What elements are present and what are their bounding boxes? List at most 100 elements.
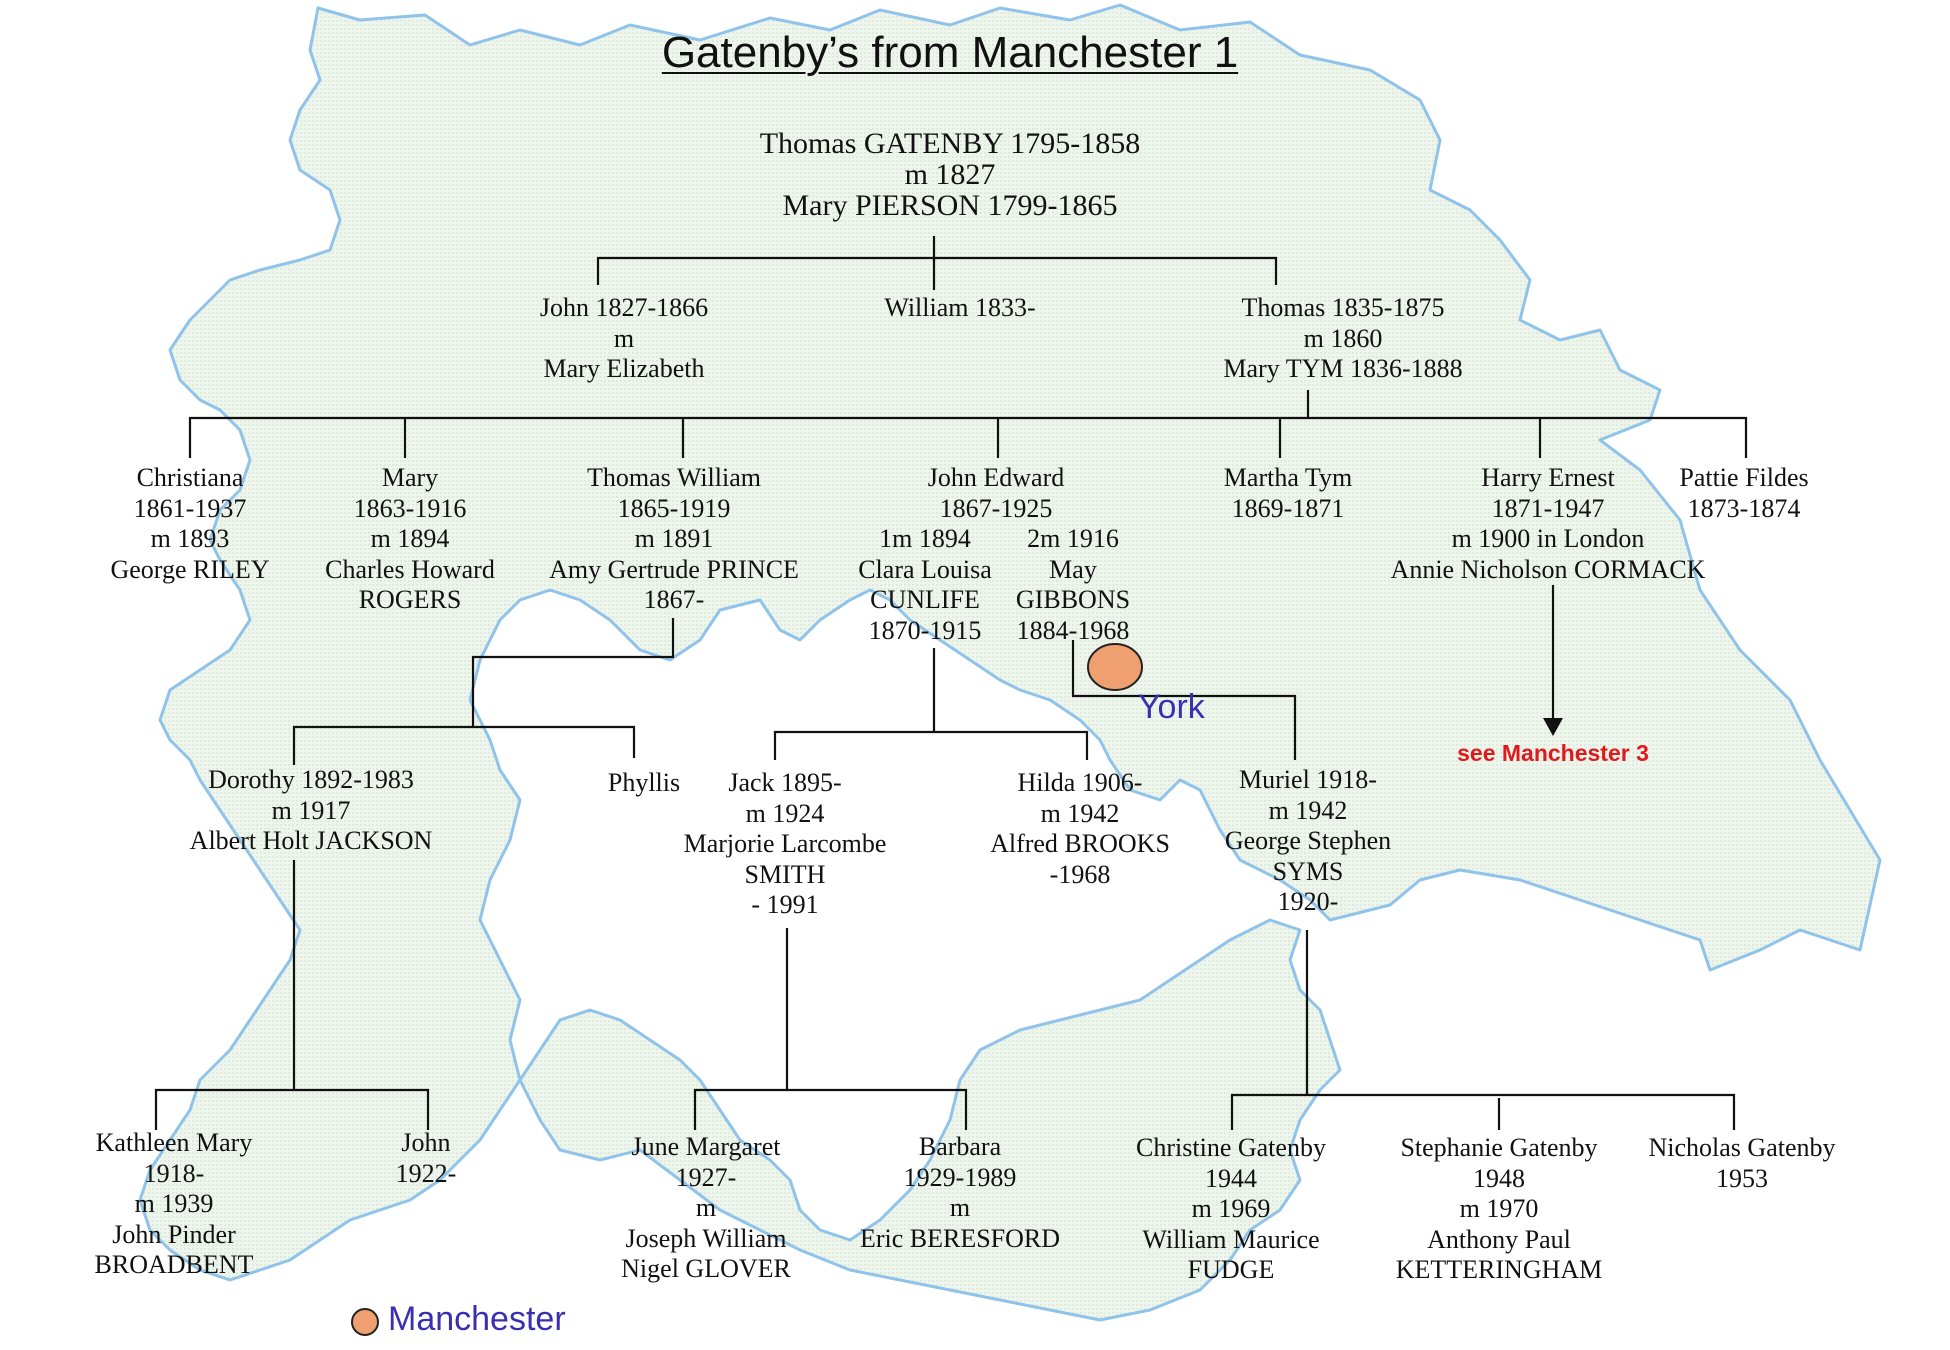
person-line: Charles Howard <box>325 554 495 584</box>
person-line: m 1939 <box>134 1189 214 1218</box>
person-line: m 1827 <box>904 158 996 191</box>
person-line: Christiana <box>136 463 244 492</box>
person-line: Thomas GATENBY 1795-1858 <box>759 127 1141 160</box>
person-line: Mary PIERSON 1799-1865 <box>782 189 1118 222</box>
person-hilda: Hilda 1906- m 1942 Alfred BROOKS -1968 <box>990 768 1170 890</box>
person-line: Nigel GLOVER <box>621 1254 791 1283</box>
person-line: Amy Gertrude PRINCE <box>549 554 799 584</box>
york-label: York <box>1138 688 1205 726</box>
person-line: 1869-1871 <box>1231 493 1345 523</box>
person-line: George Stephen <box>1224 826 1392 855</box>
person-line: BROADBENT <box>94 1250 254 1279</box>
person-line: Martha Tym <box>1223 463 1353 492</box>
person-line: Stephanie Gatenby <box>1400 1133 1598 1162</box>
person-line: 1944 <box>1204 1163 1257 1193</box>
person-line: m 1969 <box>1191 1194 1271 1223</box>
person-line: John 1827-1866 <box>539 293 709 322</box>
person-kathleen-mary: Kathleen Mary 1918- m 1939 John Pinder B… <box>95 1128 254 1281</box>
person-line: 1927- <box>675 1162 737 1192</box>
person-line: Muriel 1918- <box>1239 765 1377 794</box>
person-line: 1870-1915 <box>868 615 982 645</box>
person-line: 1873-1874 <box>1687 493 1801 523</box>
person-line: m <box>949 1193 971 1222</box>
person-christine-gatenby: Christine Gatenby 1944 m 1969 William Ma… <box>1136 1133 1326 1286</box>
person-line: SMITH <box>744 859 826 889</box>
person-line: 1871-1947 <box>1491 493 1605 523</box>
person-thomas: Thomas 1835-1875 m 1860 Mary TYM 1836-18… <box>1223 293 1462 385</box>
person-thomas-gatenby-root: Thomas GATENBY 1795-1858 m 1827 Mary PIE… <box>760 128 1141 221</box>
person-line: Nicholas Gatenby <box>1648 1133 1836 1162</box>
person-phyllis: Phyllis <box>608 768 680 799</box>
person-line: 1920- <box>1277 887 1339 916</box>
person-line: Harry Ernest <box>1481 463 1615 492</box>
person-line: Mary TYM 1836-1888 <box>1223 354 1463 383</box>
person-line: 2m 1916 <box>1027 524 1119 553</box>
person-william: William 1833- <box>884 293 1035 324</box>
person-line: - 1991 <box>751 890 819 919</box>
manchester-marker-icon <box>351 1308 379 1336</box>
person-line: CUNLIFE <box>870 585 980 614</box>
person-line: 1m 1894 <box>879 524 971 553</box>
person-mary: Mary 1863-1916 m 1894 Charles Howard ROG… <box>325 463 495 616</box>
person-line: m 1860 <box>1303 323 1383 353</box>
person-line: m 1917 <box>271 795 351 825</box>
see-manchester-3-note: see Manchester 3 <box>1457 740 1649 766</box>
person-line: KETTERINGHAM <box>1395 1255 1603 1284</box>
person-line: 1929-1989 <box>903 1162 1017 1192</box>
person-line: m <box>613 323 635 353</box>
person-line: Mary <box>381 463 439 492</box>
person-line: 1922- <box>395 1158 457 1188</box>
person-line: 1867- <box>643 585 705 614</box>
person-line: m 1970 <box>1459 1194 1539 1223</box>
person-line: John <box>401 1128 451 1157</box>
person-john: John 1827-1866 m Mary Elizabeth <box>540 293 708 385</box>
person-line: Pattie Fildes <box>1679 463 1809 492</box>
person-line: Marjorie Larcombe <box>683 829 887 858</box>
person-thomas-william: Thomas William 1865-1919 m 1891 Amy Gert… <box>549 463 799 616</box>
person-line: 1953 <box>1715 1163 1768 1193</box>
person-line: m 1942 <box>1268 795 1348 825</box>
person-john-1922: John 1922- <box>396 1128 457 1189</box>
person-barbara: Barbara 1929-1989 m Eric BERESFORD <box>860 1132 1060 1254</box>
person-line: m 1891 <box>634 524 714 553</box>
person-jack: Jack 1895- m 1924 Marjorie Larcombe SMIT… <box>684 768 887 921</box>
person-line: Annie Nicholson CORMACK <box>1390 554 1706 584</box>
person-line: Albert Holt JACKSON <box>189 826 433 855</box>
person-line: 1867-1925 <box>939 493 1053 523</box>
person-line: FUDGE <box>1187 1255 1275 1284</box>
person-line: Anthony Paul <box>1427 1224 1571 1254</box>
person-line: GIBBONS <box>1015 585 1131 614</box>
person-john-edward-wife-2: 2m 1916 May GIBBONS 1884-1968 <box>1016 524 1130 646</box>
person-line: 1948 <box>1473 1163 1525 1193</box>
person-line: m 1924 <box>745 798 825 828</box>
person-line: William 1833- <box>884 293 1036 322</box>
person-line: SYMS <box>1272 856 1344 886</box>
person-line: Barbara <box>918 1132 1002 1161</box>
person-line: 1865-1919 <box>617 493 731 523</box>
person-harry-ernest: Harry Ernest 1871-1947 m 1900 in London … <box>1391 463 1706 585</box>
person-line: m 1942 <box>1040 798 1120 828</box>
person-stephanie-gatenby: Stephanie Gatenby 1948 m 1970 Anthony Pa… <box>1396 1133 1603 1286</box>
person-line: 1863-1916 <box>353 493 467 523</box>
person-line: Eric BERESFORD <box>859 1223 1061 1253</box>
person-line: William Maurice <box>1142 1224 1320 1254</box>
person-line: ROGERS <box>358 585 462 614</box>
person-line: Clara Louisa <box>858 554 992 584</box>
person-line: 1918- <box>143 1158 205 1188</box>
person-line: Kathleen Mary <box>95 1128 253 1157</box>
page-title: Gatenby’s from Manchester 1 <box>661 28 1239 77</box>
person-line: Thomas William <box>587 463 761 492</box>
person-line: George RILEY <box>110 554 270 584</box>
person-john-edward-wife-1: 1m 1894 Clara Louisa CUNLIFE 1870-1915 <box>858 524 992 646</box>
person-line: 1884-1968 <box>1016 615 1130 645</box>
person-line: John Edward <box>927 463 1065 492</box>
york-marker-icon <box>1087 643 1143 691</box>
person-pattie-fildes: Pattie Fildes 1873-1874 <box>1679 463 1808 524</box>
person-line: Alfred BROOKS <box>990 829 1170 858</box>
person-line: Thomas 1835-1875 <box>1241 293 1445 322</box>
person-line: Jack 1895- <box>728 768 842 797</box>
person-line: Christine Gatenby <box>1136 1133 1326 1162</box>
person-line: m <box>695 1193 717 1222</box>
